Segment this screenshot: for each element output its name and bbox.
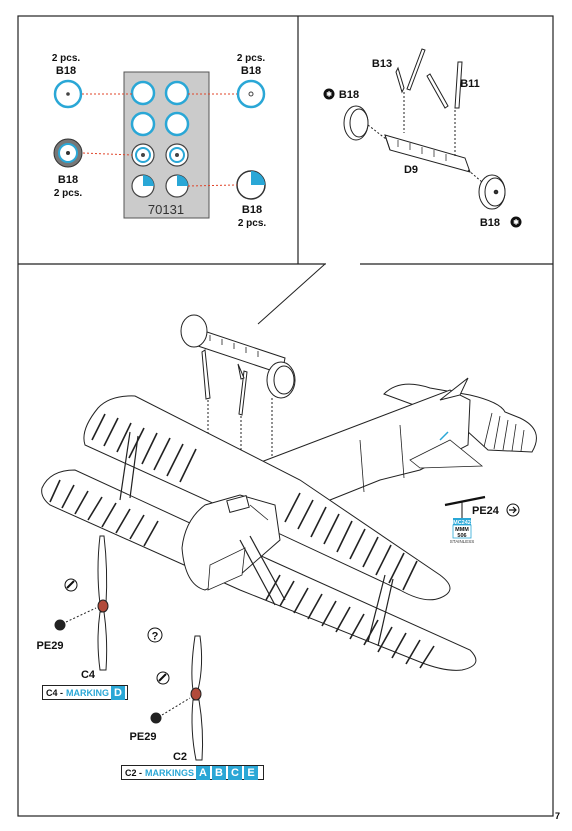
svg-text:STAINLESS: STAINLESS [450, 539, 474, 544]
part-bl: B18 [58, 174, 78, 186]
pe24-leader [444, 495, 486, 507]
pe-part-wheel-outer-tr [236, 79, 266, 109]
page-number: 7 [554, 811, 560, 821]
svg-text:✱: ✱ [513, 219, 519, 227]
question-icon [147, 627, 163, 643]
qty-br: 2 pcs. [238, 218, 267, 229]
part-tl: B18 [56, 65, 76, 77]
part-br: B18 [242, 204, 262, 216]
propeller-c4 [54, 535, 109, 671]
part-d9: D9 [404, 164, 418, 176]
question-mark: ? [152, 631, 159, 643]
star-icon [323, 88, 335, 100]
part-b18-right: B18 [480, 217, 500, 229]
fret-code: 70131 [148, 202, 184, 217]
leader-lines-left [82, 93, 238, 187]
pe-part-hub-bl [53, 138, 83, 168]
part-pe24: PE24 [472, 505, 500, 517]
pe-part-disc-br [236, 170, 266, 200]
qty-tl: 2 pcs. [52, 53, 81, 64]
aircraft-assembly [41, 314, 537, 671]
sheet-border [17, 15, 554, 817]
marking-letter-d: D [111, 685, 126, 700]
part-tr: B18 [241, 65, 261, 77]
svg-text:506: 506 [457, 533, 466, 539]
marking-letter-b: B [212, 765, 227, 780]
propeller-c2 [150, 635, 204, 761]
marking-c2-prefix: C2 - [125, 767, 143, 778]
marking-letter-c: C [228, 765, 243, 780]
svg-text:MMM: MMM [455, 527, 469, 533]
marking-c2-word: MARKINGS [145, 767, 195, 778]
landing-gear-detail [323, 48, 522, 228]
pe-part-wheel-outer-tl [53, 79, 83, 109]
part-pe29-b: PE29 [130, 731, 157, 743]
part-c2: C2 [173, 751, 187, 763]
marking-letter-e: E [244, 765, 259, 780]
part-pe29-a: PE29 [37, 640, 64, 652]
svg-text:MC242: MC242 [453, 520, 471, 526]
part-c4: C4 [81, 669, 96, 681]
qty-bl: 2 pcs. [54, 188, 83, 199]
svg-text:✱: ✱ [326, 91, 332, 99]
part-b18-left: B18 [339, 89, 359, 101]
qty-tr: 2 pcs. [237, 53, 266, 64]
marking-c4-box: C4 - MARKING D [42, 685, 128, 700]
star-icon [510, 216, 522, 228]
paint-code-tag: MC242 MMM 506 STAINLESS [450, 518, 474, 544]
marking-c4-word: MARKING [66, 687, 110, 698]
marking-letter-a: A [196, 765, 211, 780]
marking-c2-box: C2 - MARKINGS A B C E [121, 765, 264, 780]
part-b11: B11 [460, 78, 480, 90]
part-b13: B13 [372, 58, 392, 70]
marking-c4-prefix: C4 - [46, 687, 64, 698]
pe-fret-detail: 70131 [123, 71, 210, 219]
detail-callout-wedge [257, 263, 360, 325]
